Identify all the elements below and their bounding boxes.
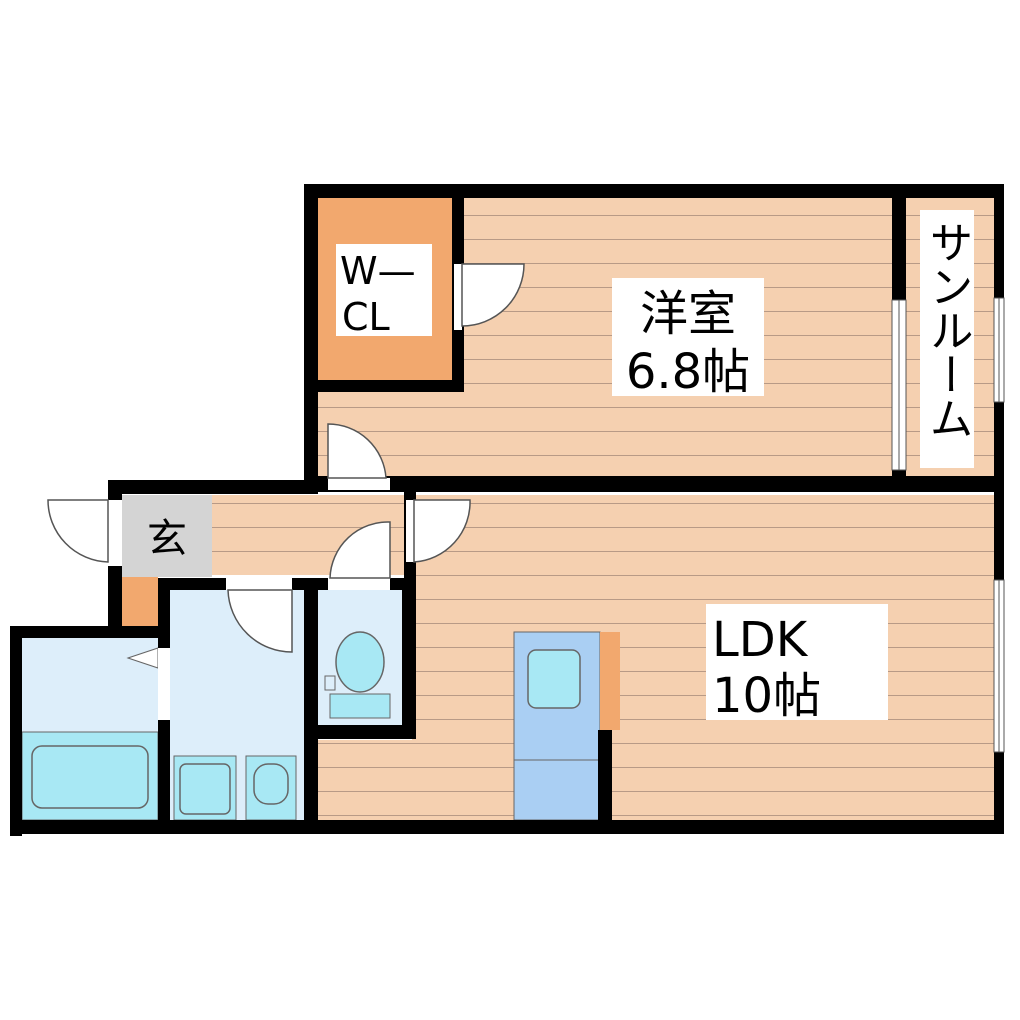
closet-label-line2: CL [342, 295, 390, 339]
western-room-name: 洋室 [640, 286, 736, 342]
closet-label-bg [336, 244, 432, 336]
bathtub-basin [31, 745, 149, 809]
kitchen-sink [527, 649, 581, 709]
entrance-label: 玄 [147, 516, 187, 562]
walls [10, 184, 1004, 836]
entrance-floor [122, 495, 212, 577]
ldk-floor-lower [318, 740, 418, 820]
toilet-bowl [335, 631, 385, 693]
washing-machine-drum [179, 763, 231, 815]
western-room-size: 6.8帖 [626, 344, 750, 400]
ldk-floor [412, 495, 994, 820]
toilet-tank [329, 693, 391, 719]
doors [47, 263, 525, 720]
windows [891, 297, 1005, 753]
shoe-cabinet [122, 577, 158, 627]
ldk-name: LDK [712, 612, 809, 668]
sunroom-label: サンルーム [922, 220, 973, 440]
ldk-size: 10帖 [712, 668, 821, 724]
refrigerator-space [600, 632, 620, 730]
wash-basin-bowl [253, 763, 289, 805]
ldk-label-bg [706, 604, 888, 720]
toilet-paper [324, 675, 336, 691]
closet-label-line1: W— [340, 249, 416, 293]
western-room-label-bg [612, 278, 764, 396]
sunroom-label-bg [920, 210, 974, 468]
